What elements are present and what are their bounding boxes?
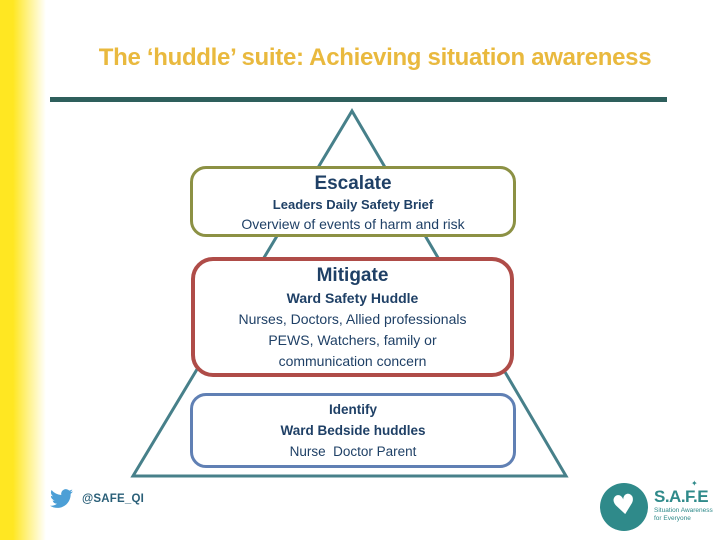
twitter-handle: @SAFE_QI [82,492,145,505]
safe-logo-name: S.A.F.E [654,487,709,506]
title-divider [50,97,667,102]
heart-icon: ♥ [609,488,639,523]
safe-logo-circle-icon: ♥ [600,483,648,531]
mitigate-box: Mitigate Ward Safety Huddle Nurses, Doct… [191,257,514,377]
mitigate-line: Nurses, Doctors, Allied professionals [238,310,467,327]
mitigate-line: PEWS, Watchers, family or [268,331,437,348]
identify-heading: Identify [328,402,377,417]
safe-logo-text: ✦ S.A.F.E Situation Awareness for Everyo… [654,479,713,531]
identify-line: Nurse Doctor Parent [289,443,417,459]
escalate-line: Overview of events of harm and risk [241,215,465,232]
escalate-heading: Escalate [314,173,392,194]
safe-logo: ♥ ✦ S.A.F.E Situation Awareness for Ever… [600,479,713,531]
mitigate-subheading: Ward Safety Huddle [286,289,419,306]
mitigate-heading: Mitigate [316,265,389,286]
twitter-bird-icon [50,489,73,508]
safe-logo-tagline: Situation Awareness for Everyone [654,507,713,523]
identify-box: Identify Ward Bedside huddles Nurse Doct… [190,393,516,468]
sparkle-icon: ✦ [691,479,698,488]
mitigate-line: communication concern [278,352,427,369]
left-accent-bar [0,0,46,540]
escalate-box: Escalate Leaders Daily Safety Brief Over… [190,166,516,237]
twitter-attribution: @SAFE_QI [48,487,144,510]
identify-subheading: Ward Bedside huddles [280,422,426,438]
safe-logo-tagline-line2: for Everyone [654,514,691,522]
slide-title: The ‘huddle’ suite: Achieving situation … [98,44,652,71]
escalate-subheading: Leaders Daily Safety Brief [272,196,434,212]
safe-logo-tagline-line1: Situation Awareness [654,507,713,514]
